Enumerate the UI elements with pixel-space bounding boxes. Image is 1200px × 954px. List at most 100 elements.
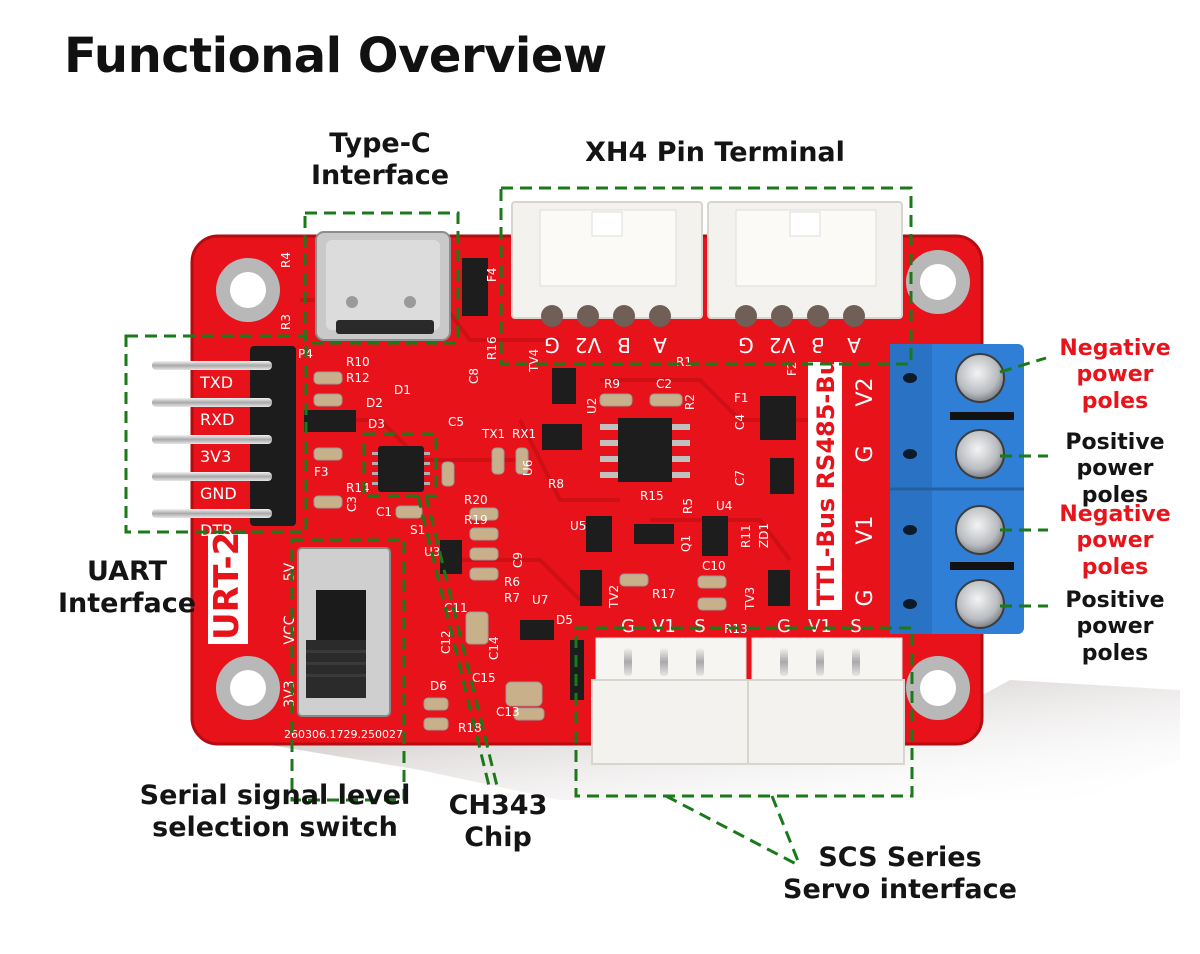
designator-label: R10 — [346, 355, 370, 369]
designator-label: F4 — [485, 267, 499, 282]
uart-pin-label: GND — [200, 484, 237, 503]
terminal-screw-4[interactable] — [955, 579, 1005, 629]
callout-type-c-line1: Type-C — [329, 128, 431, 159]
xh4-pin-label: B — [811, 333, 825, 357]
designator-label: U2 — [585, 398, 599, 414]
servo-pin-label: G — [621, 616, 635, 637]
designator-label: C11 — [444, 601, 468, 615]
passive-components — [313, 371, 727, 731]
designator-label: D6 — [430, 679, 447, 693]
bus-label: TTL-Bus — [812, 498, 840, 606]
xh4-connector-1 — [511, 201, 703, 327]
designator-label: U4 — [716, 499, 732, 513]
designator-label: C12 — [439, 630, 453, 654]
outline-switch — [290, 538, 406, 802]
uart-header-pin — [152, 398, 272, 407]
terminal-pin-label: V2 — [853, 377, 878, 406]
callout-ch343: CH343 Chip — [428, 790, 568, 855]
xh4-pin-label: A — [653, 333, 667, 357]
servo-connector-1[interactable] — [591, 637, 749, 765]
terminal-screw-3[interactable] — [955, 505, 1005, 555]
callout-power-pole-2: Positive power poles — [1040, 430, 1190, 509]
designator-label: TV4 — [527, 349, 541, 373]
designator-label: D1 — [394, 383, 411, 397]
servo-pin-label: G — [777, 616, 791, 637]
servo-connector-2[interactable] — [747, 637, 905, 765]
callout-power-pole-3-line1: Negative — [1059, 502, 1171, 527]
leader-ch343-a — [416, 495, 492, 791]
designator-label: R3 — [279, 314, 293, 330]
callout-scs-line1: SCS Series — [818, 842, 982, 873]
mounting-holes — [216, 250, 970, 720]
switch-position-label: 3V3 — [282, 680, 298, 707]
designator-label: C10 — [702, 559, 726, 573]
callout-uart-line1: UART — [87, 556, 167, 587]
designator-label: C14 — [487, 636, 501, 660]
designator-label: R19 — [464, 513, 488, 527]
xh4-pin-label: G — [738, 333, 754, 357]
leader-servo-b — [770, 795, 802, 867]
designator-label: Q1 — [679, 535, 693, 552]
terminal-screw-1[interactable] — [955, 353, 1005, 403]
bus-label-strip: TTL-Bus RS485-Bus — [808, 344, 842, 610]
designator-label: C15 — [472, 671, 496, 685]
xh4-pin-label: V2 — [575, 333, 601, 357]
callout-uart: UART Interface — [52, 556, 202, 621]
callout-power-pole-1: Negative power poles — [1040, 336, 1190, 415]
callout-power-pole-4-line2: power poles — [1076, 614, 1154, 666]
level-selection-switch[interactable] — [297, 547, 391, 717]
designator-label: D2 — [366, 396, 383, 410]
terminal-screw-2[interactable] — [955, 429, 1005, 479]
mounting-hole-bottom-left — [216, 656, 280, 720]
switch-position-label: VCC — [282, 615, 298, 644]
callout-ch343-line2: Chip — [464, 822, 532, 854]
model-name: URT-2 — [207, 532, 247, 640]
callout-power-pole-2-line1: Positive — [1065, 430, 1165, 455]
xh4-pin-label: A — [847, 333, 861, 357]
mounting-hole-bottom-right — [906, 656, 970, 720]
bus-labels: TTL-Bus RS485-Bus — [812, 344, 840, 606]
designator-label: R7 — [504, 591, 520, 605]
power-terminal-block — [890, 344, 1024, 634]
callout-power-pole-4: Positive power poles — [1040, 588, 1190, 667]
callout-switch-line1: Serial signal level — [139, 780, 411, 811]
terminal-pin-label: V1 — [853, 515, 878, 544]
designator-label: C9 — [511, 552, 525, 568]
uart-header-pin — [152, 509, 272, 518]
callout-power-pole-2-line2: power poles — [1076, 456, 1154, 508]
callout-xh4: XH4 Pin Terminal — [585, 137, 845, 168]
ch343-chip — [372, 446, 430, 492]
designator-label: C13 — [496, 705, 520, 719]
leader-power-1 — [999, 356, 1047, 374]
designator-label: R18 — [458, 721, 482, 735]
designator-label: R6 — [504, 575, 520, 589]
designator-label: R12 — [346, 371, 370, 385]
callout-power-pole-3-line2: power poles — [1076, 528, 1154, 580]
designator-label: R5 — [681, 498, 695, 514]
terminal-screws — [955, 353, 1005, 629]
designator-label: D5 — [556, 613, 573, 627]
model-label: URT-2 — [207, 532, 248, 644]
designator-label: RX1 — [512, 427, 536, 441]
uart-pin-label: RXD — [200, 410, 234, 429]
designator-label: ZD1 — [757, 523, 771, 548]
outline-xh4 — [499, 186, 913, 366]
servo-pin-label: V1 — [808, 616, 832, 637]
callout-power-pole-1-line2: power poles — [1076, 362, 1154, 414]
designator-label: R2 — [683, 394, 697, 410]
designator-label: C7 — [733, 470, 747, 486]
callout-power-pole-4-line1: Positive — [1065, 588, 1165, 613]
callout-power-pole-1-line1: Negative — [1059, 336, 1171, 361]
designator-label: S1 — [410, 523, 425, 537]
designator-label: R9 — [604, 377, 620, 391]
designator-label: TV3 — [743, 587, 757, 611]
designator-label: R20 — [464, 493, 488, 507]
designator-label: R15 — [640, 489, 664, 503]
terminal-pin-label: G — [853, 589, 878, 606]
callout-scs-line2: Servo interface — [783, 874, 1017, 906]
servo-pin-label: S — [850, 616, 861, 637]
page-title: Functional Overview — [64, 28, 607, 84]
designator-label: U6 — [521, 460, 535, 476]
